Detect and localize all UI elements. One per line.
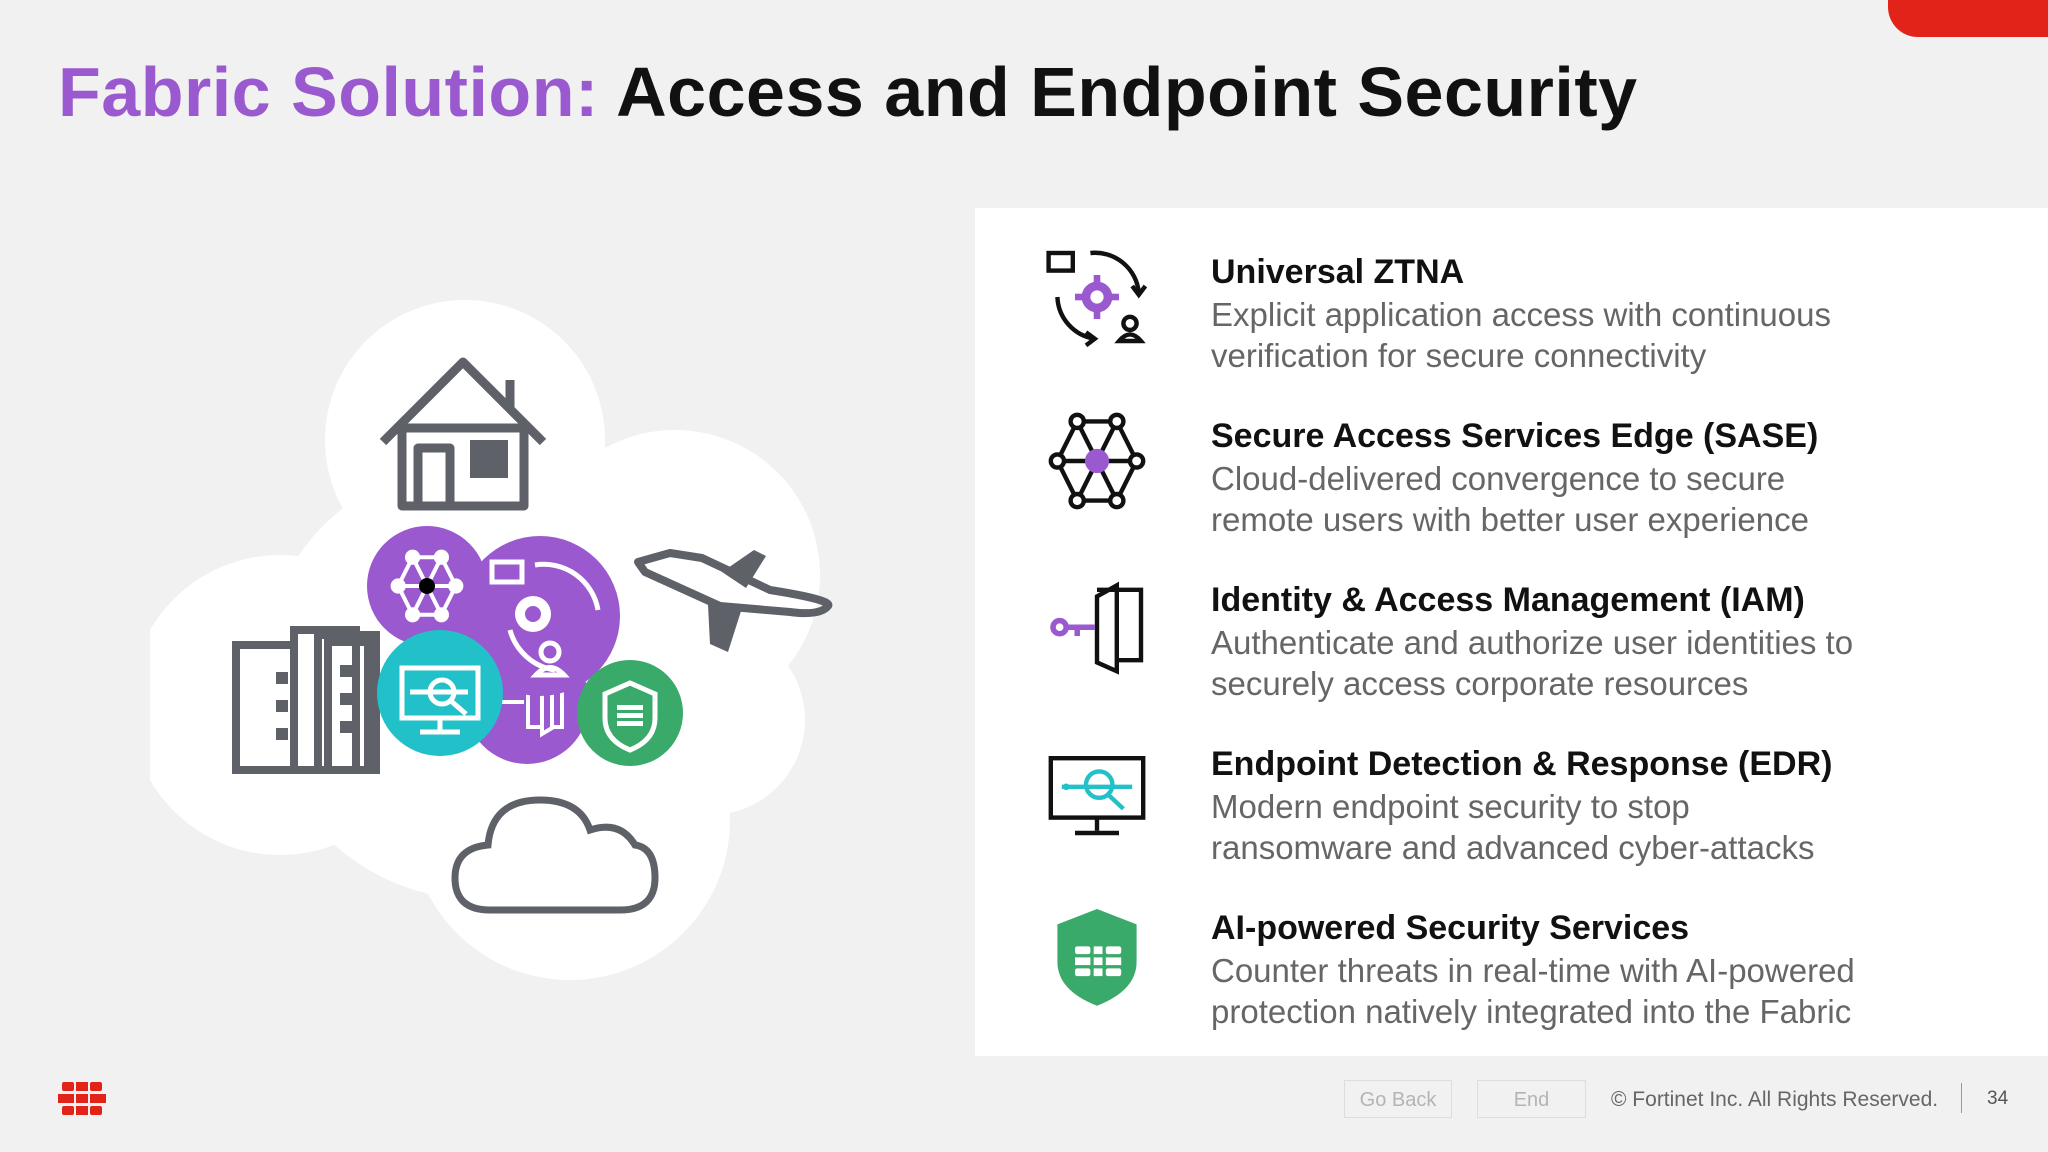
feature-desc-line1: Cloud-delivered convergence to secure — [1211, 460, 1786, 497]
ztna-icon — [1046, 250, 1148, 348]
brand-corner-tab — [1888, 0, 2048, 37]
feature-heading: Secure Access Services Edge (SASE) — [1211, 417, 1819, 455]
feature-desc-line1: Explicit application access with continu… — [1211, 296, 1831, 333]
feature-desc-line2: verification for secure connectivity — [1211, 337, 1707, 374]
feature-desc-line1: Counter threats in real-time with AI-pow… — [1211, 952, 1855, 989]
title-main: Access and Endpoint Security — [616, 53, 1638, 131]
page-title: Fabric Solution: Access and Endpoint Sec… — [58, 52, 1638, 132]
feature-heading: Endpoint Detection & Response (EDR) — [1211, 745, 1833, 783]
feature-desc-line2: protection natively integrated into the … — [1211, 993, 1852, 1030]
feature-heading: Universal ZTNA — [1211, 253, 1465, 291]
feature-desc-line1: Modern endpoint security to stop — [1211, 788, 1690, 825]
feature-desc-line1: Authenticate and authorize user identiti… — [1211, 624, 1854, 661]
footer-divider — [1961, 1083, 1962, 1113]
end-button[interactable]: End — [1477, 1080, 1586, 1118]
copyright-text: © Fortinet Inc. All Rights Reserved. — [1611, 1088, 1939, 1111]
go-back-button[interactable]: Go Back — [1344, 1080, 1452, 1118]
sase-icon — [1048, 412, 1146, 510]
edr-icon — [1048, 756, 1146, 836]
feature-heading: AI-powered Security Services — [1211, 909, 1690, 947]
feature-sase: Secure Access Services Edge (SASE) Cloud… — [975, 390, 2048, 540]
feature-desc-line2: securely access corporate resources — [1211, 665, 1749, 702]
ai-shield-icon — [1057, 909, 1137, 1006]
fabric-illustration — [150, 300, 833, 980]
feature-desc-line2: remote users with better user experience — [1211, 501, 1809, 538]
title-accent: Fabric Solution: — [58, 53, 599, 131]
page-number: 34 — [1987, 1088, 2009, 1109]
feature-ai: AI-powered Security Services Counter thr… — [975, 882, 2048, 1032]
feature-ztna: Universal ZTNA Explicit application acce… — [975, 226, 2048, 376]
fortinet-logo — [58, 1082, 106, 1115]
feature-edr: Endpoint Detection & Response (EDR) Mode… — [975, 718, 2048, 868]
iam-icon — [1050, 581, 1144, 675]
feature-heading: Identity & Access Management (IAM) — [1211, 581, 1805, 619]
feature-iam: Identity & Access Management (IAM) Authe… — [975, 554, 2048, 704]
feature-desc-line2: ransomware and advanced cyber-attacks — [1211, 829, 1815, 866]
features-panel: Universal ZTNA Explicit application acce… — [975, 208, 2048, 1056]
